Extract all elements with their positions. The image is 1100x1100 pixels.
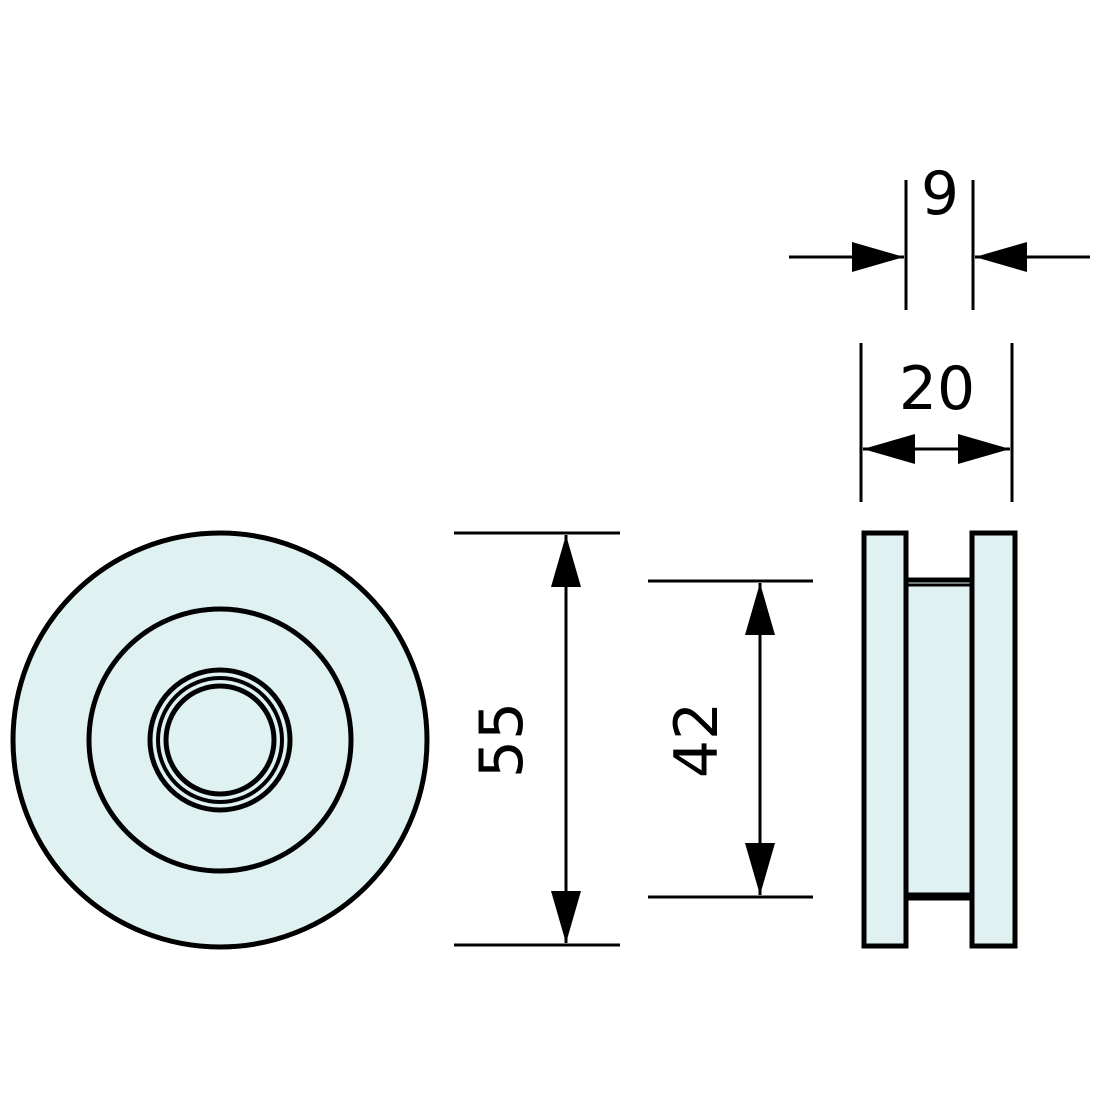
arrow-icon	[551, 535, 581, 587]
dim-label-42: 42	[662, 702, 732, 778]
arrow-icon	[863, 434, 915, 464]
side-view	[861, 530, 1018, 949]
arrow-icon	[551, 891, 581, 943]
right-flange	[969, 530, 1018, 949]
arrow-icon	[745, 843, 775, 895]
arrow-icon	[958, 434, 1010, 464]
bore-circle	[163, 683, 277, 797]
front-view	[10, 530, 430, 950]
arrow-icon	[975, 242, 1027, 272]
dim-label-20: 20	[899, 354, 975, 424]
arrow-icon	[745, 583, 775, 635]
left-flange	[861, 530, 909, 949]
dimension-labels: 55 42 20 9	[467, 159, 975, 778]
dim-label-9: 9	[921, 159, 959, 229]
dimension-lines	[454, 180, 1090, 947]
arrow-icon	[852, 242, 904, 272]
dim-label-55: 55	[467, 702, 537, 778]
hub	[903, 577, 975, 901]
